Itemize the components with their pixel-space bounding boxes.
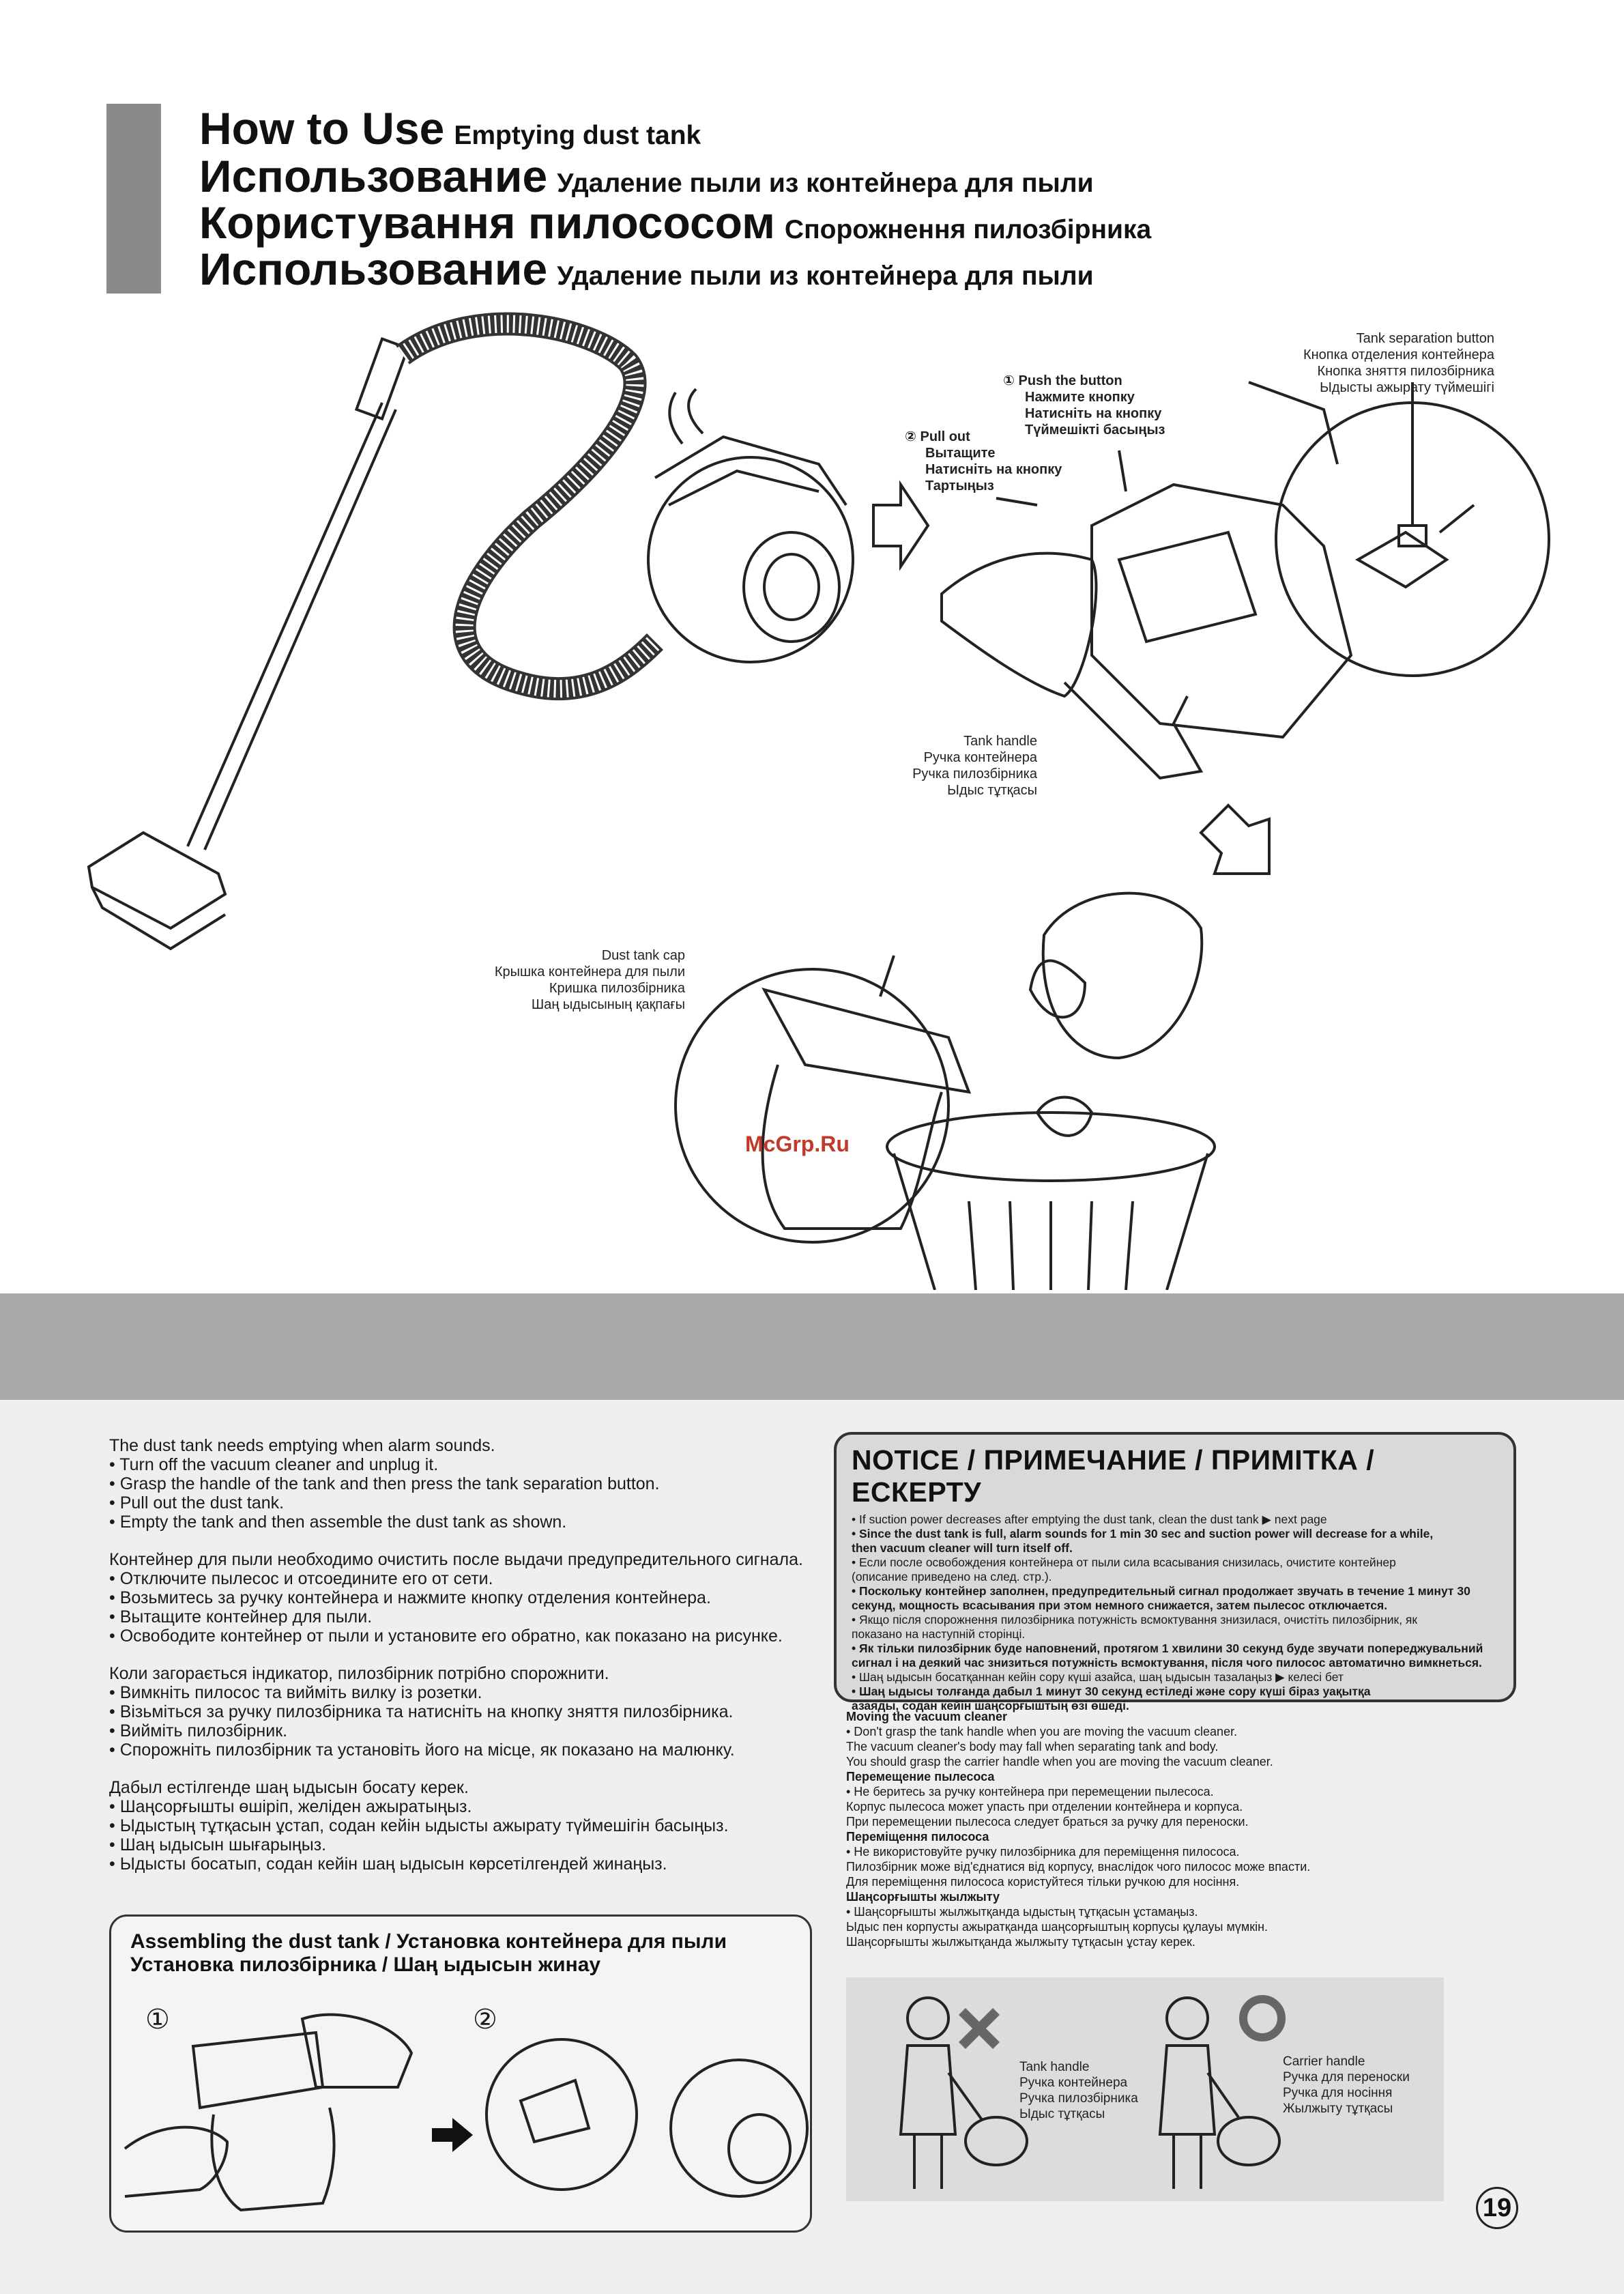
watermark: McGrp.Ru	[745, 1132, 850, 1156]
wrong-x-icon	[959, 2008, 1000, 2049]
notice-line: • If suction power decreases after empty…	[852, 1512, 1327, 1526]
instructions-ua: Коли загорається індикатор, пилозбірник …	[109, 1664, 735, 1760]
instructions: The dust tank needs emptying when alarm …	[109, 1436, 832, 1892]
moving-line: Корпус пылесоса может упасть при отделен…	[846, 1800, 1243, 1813]
notice-title: NOTICE / ПРИМЕЧАНИЕ / ПРИМІТКА / ЕСКЕРТУ	[852, 1444, 1375, 1508]
notice-line: then vacuum cleaner will turn itself off…	[852, 1541, 1073, 1555]
page-number: 19	[1476, 2187, 1518, 2229]
notice-line: азаяды, содан кейін шаңсорғыштың өзі өше…	[852, 1699, 1129, 1712]
notice-line: показано на наступній сторінці.	[852, 1627, 1026, 1641]
notice-line: секунд, мощность всасывания при этом нем…	[852, 1598, 1388, 1612]
wrong-carry-person	[899, 1996, 1028, 2189]
notice-line: • Як тільки пилозбірник буде наповнений,…	[852, 1641, 1483, 1655]
notice-line: • Поскольку контейнер заполнен, предупре…	[852, 1584, 1470, 1598]
moving-line: • Не беритесь за ручку контейнера при пе…	[846, 1785, 1214, 1798]
step-1-number: ①	[145, 2005, 170, 2035]
moving-line: The vacuum cleaner's body may fall when …	[846, 1740, 1219, 1753]
step-2-number: ②	[473, 2005, 497, 2035]
arrow-right-icon	[432, 2118, 473, 2152]
notice-line: (описание приведено на след. стр.).	[852, 1570, 1052, 1583]
notice-box: NOTICE / ПРИМЕЧАНИЕ / ПРИМІТКА / ЕСКЕРТУ…	[834, 1432, 1516, 1712]
title-line-kz: Использование Удаление пыли из контейнера…	[199, 243, 1094, 295]
moving-line: You should grasp the carrier handle when…	[846, 1755, 1273, 1768]
title-sub: Спорожнення пилозбірника	[784, 215, 1152, 244]
moving-line: При перемещении пылесоса следует браться…	[846, 1815, 1249, 1829]
vacuum-cleaner-illustration	[87, 312, 854, 951]
correct-carry-person	[1158, 1996, 1281, 2189]
notice-line: • Шаң ыдысы толғанда дабыл 1 минут 30 се…	[852, 1684, 1371, 1698]
instructions-ru: Контейнер для пыли необходимо очистить п…	[109, 1550, 803, 1646]
title-sub: Emptying dust tank	[454, 121, 701, 150]
moving-line: Для переміщення пилососа користуйтеся ті…	[846, 1875, 1240, 1889]
carry-warning-illustration	[899, 1995, 1286, 2189]
notice-line: • Если после освобождения контейнера от …	[852, 1555, 1396, 1569]
notice-line: • Since the dust tank is full, alarm sou…	[852, 1527, 1434, 1540]
arrow-right-icon	[872, 480, 930, 571]
arrow-down-icon	[1199, 803, 1271, 875]
moving-line: Ыдыс пен корпусты ажыратқанда шаңсорғышт…	[846, 1920, 1268, 1934]
moving-line: • Не використовуйте ручку пилозбірника д…	[846, 1845, 1240, 1859]
moving-line: Пилозбірник може від'єднатися від корпус…	[846, 1860, 1311, 1874]
correct-o-icon	[1239, 1995, 1286, 2041]
dust-cap-closeup	[674, 968, 950, 1244]
pull-tank-illustration	[940, 381, 1353, 780]
section-divider-band	[0, 1293, 1624, 1400]
instructions-en: The dust tank needs emptying when alarm …	[109, 1436, 660, 1532]
assembling-illustration	[124, 2013, 809, 2212]
moving-line: • Шаңсорғышты жылжытқанда ыдыстың тұтқас…	[846, 1905, 1198, 1919]
title-line-ru: Использование Удаление пыли из контейнера…	[199, 150, 1094, 202]
moving-heading: Перемещение пылесоса	[846, 1770, 995, 1783]
notice-line: • Шаң ыдысын босатқаннан кейін сору күші…	[852, 1670, 1344, 1684]
title-sub: Удаление пыли из контейнера для пыли	[557, 169, 1094, 198]
emptying-illustration	[87, 312, 1550, 1290]
title-main: Использование	[199, 244, 548, 294]
moving-line: • Don't grasp the tank handle when you a…	[846, 1725, 1238, 1738]
trash-bin	[886, 1111, 1216, 1182]
moving-heading: Шаңсорғышты жылжыту	[846, 1890, 1000, 1904]
moving-heading: Moving the vacuum cleaner	[846, 1710, 1008, 1723]
notice-line: сигнал і на деякий час знизиться потужні…	[852, 1656, 1482, 1669]
moving-heading: Переміщення пилососа	[846, 1830, 989, 1844]
notice-line: • Якщо після спорожнення пилозбірника по…	[852, 1613, 1418, 1626]
title-line-en: How to Use Emptying dust tank	[199, 102, 701, 154]
title-bar-decoration	[106, 104, 161, 293]
title-main: How to Use	[199, 103, 445, 154]
moving-vacuum-section: Moving the vacuum cleaner • Don't grasp …	[846, 1709, 1515, 1949]
assembling-title: Assembling the dust tank / Установка кон…	[130, 1930, 727, 1976]
assembling-box: Assembling the dust tank / Установка кон…	[109, 1915, 812, 2233]
instructions-kz: Дабыл естілгенде шаң ыдысын босату керек…	[109, 1778, 729, 1874]
title-line-ua: Користування пилососом Спорожнення пилозб…	[199, 197, 1151, 248]
title-sub: Удаление пыли из контейнера для пыли	[557, 261, 1094, 291]
title-main: Користування пилососом	[199, 197, 775, 248]
title-main: Использование	[199, 151, 548, 201]
moving-line: Шаңсорғышты жылжытқанда жылжыту тұтқасын…	[846, 1935, 1195, 1949]
